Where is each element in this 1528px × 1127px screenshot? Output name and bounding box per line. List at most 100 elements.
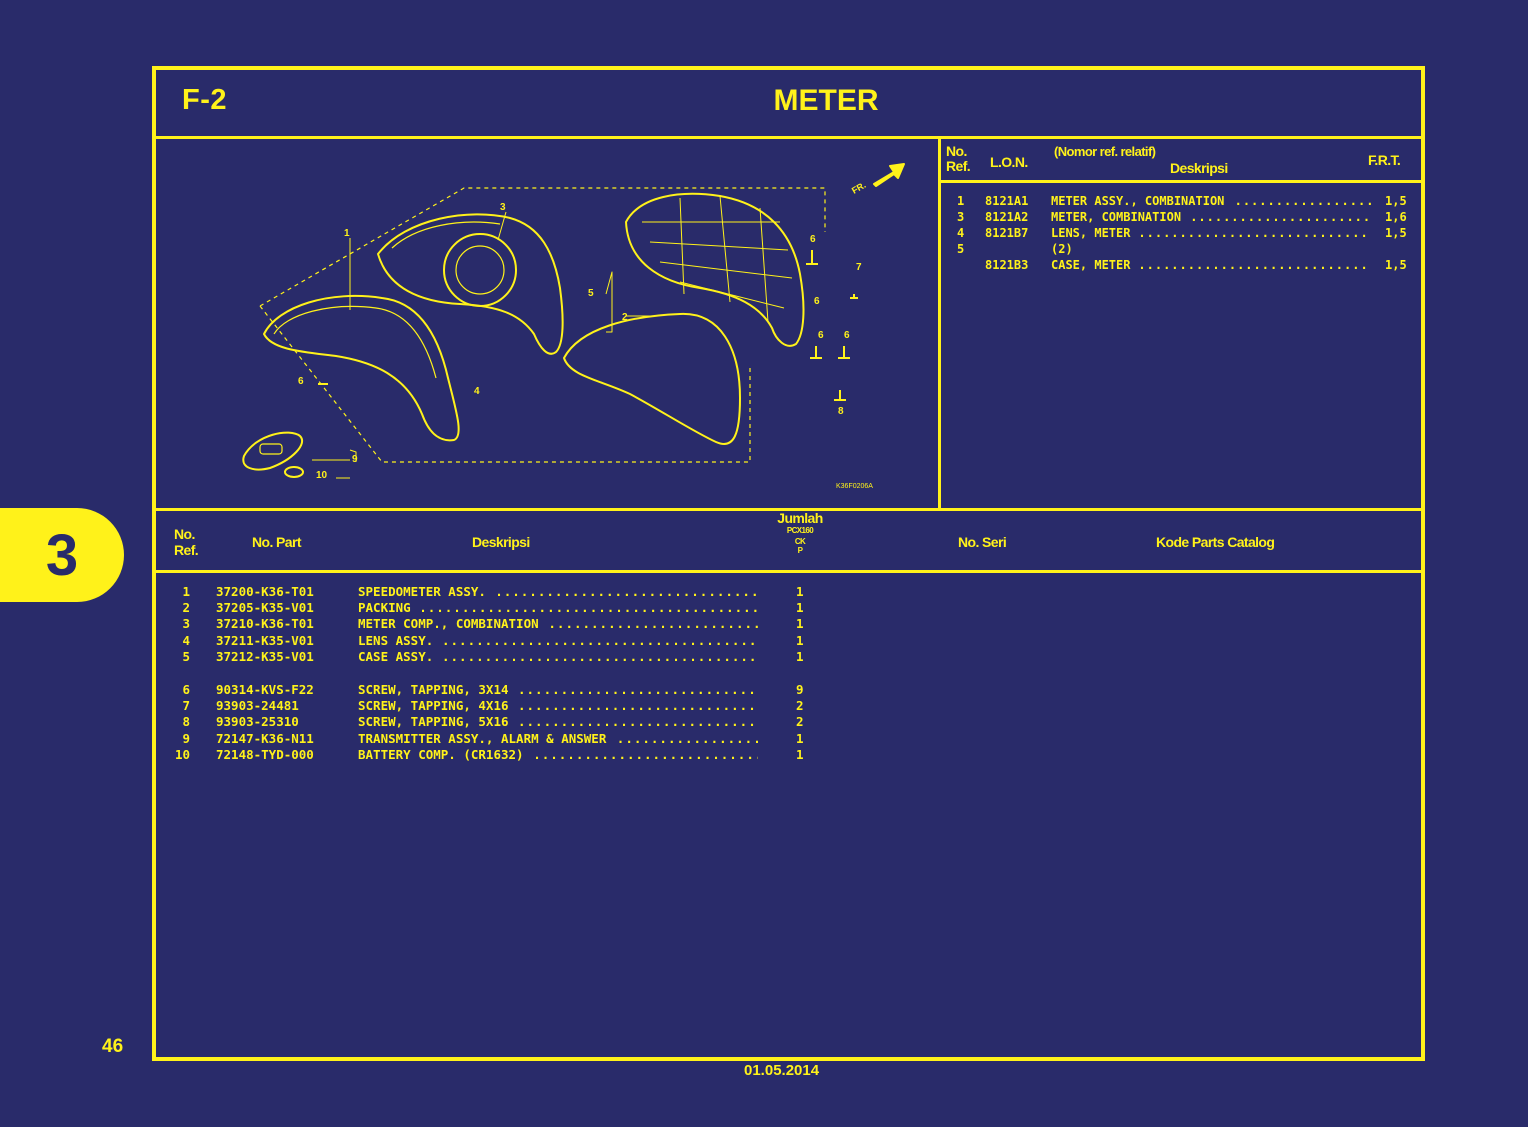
section-tab[interactable]: 3 xyxy=(0,508,124,602)
part-desc: CASE ASSY. xyxy=(358,648,434,664)
parts-row: 6 90314-KVS-F22 SCREW, TAPPING, 3X14......… xyxy=(166,682,816,698)
part-number: 93903-25310 xyxy=(216,714,299,730)
part-number: 37200-K36-T01 xyxy=(216,584,314,599)
lon-code: 8121B7 xyxy=(985,226,1029,240)
callout-label: 6 xyxy=(298,376,304,387)
callout-label: 1 xyxy=(344,228,350,239)
callout-label: 5 xyxy=(588,288,594,299)
lon-row: 3 8121A2 METER, COMBINATION...............… xyxy=(951,210,1411,226)
part-desc: SCREW, TAPPING, 4X16 xyxy=(358,698,509,714)
parts-row: 3 37210-K36-T01 METER COMP., COMBINATION..… xyxy=(166,616,816,632)
front-direction-label: FR. xyxy=(850,180,868,196)
parts-header-deskripsi: Deskripsi xyxy=(472,534,530,550)
section-title: METER xyxy=(773,84,879,117)
callout-label: 7 xyxy=(856,262,862,273)
part-ref: 1 xyxy=(182,584,190,599)
callout-label: 6 xyxy=(814,296,820,307)
part-number: 72148-TYD-000 xyxy=(216,746,314,762)
part-ref: 2 xyxy=(182,600,190,616)
lon-ref: 1 xyxy=(957,194,965,208)
parts-row: 10 72148-TYD-000 BATTERY COMP. (CR1632)...… xyxy=(166,747,816,763)
lon-code: 8121B3 xyxy=(985,258,1029,272)
dot-leader: ........................................… xyxy=(548,616,758,632)
callout-label: 10 xyxy=(316,470,328,481)
parts-list: 1 37200-K36-T01 SPEEDOMETER ASSY..........… xyxy=(166,584,816,763)
divider xyxy=(938,180,1421,183)
callout-label: 4 xyxy=(474,386,480,397)
parts-header-kode: Kode Parts Catalog xyxy=(1156,534,1275,550)
exploded-diagram: 1 3 5 2 6 7 6 6 6 8 6 4 9 10 FR. K36F020… xyxy=(242,163,905,490)
lon-ref: 3 xyxy=(957,210,965,224)
divider xyxy=(938,136,941,510)
dot-leader: ........................................… xyxy=(1138,258,1371,272)
lon-frt: 1,5 xyxy=(1385,194,1407,208)
part-number: 37210-K36-T01 xyxy=(216,616,314,632)
lon-frt: 1,5 xyxy=(1385,258,1407,272)
dot-leader: ........................................… xyxy=(442,632,758,648)
lon-row: 5(2) xyxy=(951,242,1411,258)
dot-leader: ........................................… xyxy=(518,681,758,697)
divider xyxy=(156,508,1421,511)
dot-leader: ........................................… xyxy=(533,746,758,762)
part-desc: TRANSMITTER ASSY., ALARM & ANSWER xyxy=(358,730,607,746)
part-qty: 1 xyxy=(796,600,804,616)
part-qty: 2 xyxy=(796,698,804,714)
part-ref: 6 xyxy=(182,681,190,697)
dot-leader: ........................................… xyxy=(419,600,758,616)
part-desc: SPEEDOMETER ASSY. xyxy=(358,584,486,599)
lon-code: 8121A2 xyxy=(985,210,1029,224)
lon-header-no-ref: No. Ref. xyxy=(946,143,971,174)
part-ref: 3 xyxy=(182,616,190,632)
part-number: 93903-24481 xyxy=(216,698,299,714)
part-desc: BATTERY COMP. (CR1632) xyxy=(358,746,524,762)
publication-date: 01.05.2014 xyxy=(744,1062,820,1079)
lon-frt: 1,6 xyxy=(1385,210,1407,224)
dot-leader: ........................................… xyxy=(616,730,758,746)
lon-desc: LENS, METER xyxy=(1051,226,1131,240)
dot-leader: ........................................… xyxy=(518,714,758,730)
part-qty: 1 xyxy=(796,632,804,648)
lon-desc: METER, COMBINATION xyxy=(1051,210,1182,224)
part-ref: 10 xyxy=(174,746,190,762)
callout-label: 2 xyxy=(622,312,628,323)
parts-header-no-ref: No. Ref. xyxy=(174,526,199,558)
lon-row: 8121B3 CASE, METER.......................… xyxy=(951,258,1411,274)
dot-leader: ........................................… xyxy=(495,584,758,599)
dot-leader: ........................................… xyxy=(442,648,758,664)
callout-label: 8 xyxy=(838,406,844,417)
lon-header-deskripsi: Deskripsi xyxy=(1170,160,1228,176)
part-number: 37211-K35-V01 xyxy=(216,632,314,648)
callout-label: 6 xyxy=(818,330,824,341)
callout-label: 9 xyxy=(352,454,358,465)
part-number: 37205-K35-V01 xyxy=(216,600,314,616)
parts-header-no-seri: No. Seri xyxy=(958,534,1007,550)
section-code: F-2 xyxy=(182,84,227,116)
part-desc: SCREW, TAPPING, 3X14 xyxy=(358,681,509,697)
divider xyxy=(156,136,1421,139)
page-number: 46 xyxy=(102,1036,124,1057)
part-desc: SCREW, TAPPING, 5X16 xyxy=(358,714,509,730)
part-desc: LENS ASSY. xyxy=(358,632,434,648)
dot-leader: ........................................… xyxy=(1138,226,1371,240)
dot-leader: ........................................… xyxy=(518,698,758,714)
part-desc: METER COMP., COMBINATION xyxy=(358,616,539,632)
lon-desc: (2) xyxy=(1051,242,1073,256)
dot-leader: ........................................… xyxy=(1190,210,1371,224)
part-ref: 9 xyxy=(182,730,190,746)
parts-header-jumlah: Jumlah PCX160 CK P xyxy=(777,510,823,555)
part-number: 90314-KVS-F22 xyxy=(216,681,314,697)
divider xyxy=(156,570,1421,573)
part-qty: 1 xyxy=(796,584,804,599)
callout-label: 3 xyxy=(500,202,506,213)
lon-header-frt: F.R.T. xyxy=(1368,152,1401,168)
lon-frt: 1,5 xyxy=(1385,226,1407,240)
parts-row: 1 37200-K36-T01 SPEEDOMETER ASSY..........… xyxy=(166,584,816,600)
lon-desc: CASE, METER xyxy=(1051,258,1131,272)
